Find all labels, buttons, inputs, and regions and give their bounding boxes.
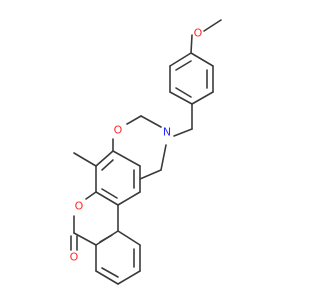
bond-ring-a (191, 91, 214, 105)
bond-o-aryl (190, 34, 193, 54)
bond-ring-a (169, 52, 192, 67)
bond-n-ch2 (140, 115, 162, 128)
bond-ch2-o (126, 115, 142, 125)
bond-ring-c (117, 230, 141, 246)
bond-ring-b-double (101, 159, 114, 171)
atom-o-lactone: O (75, 200, 84, 213)
bond-ring-c (95, 270, 119, 285)
bond-ring-b (95, 191, 119, 206)
molecule-canvas: O N O O O (70, 19, 222, 285)
bond-ring-a-double (175, 87, 192, 98)
bond-ring-b (117, 191, 141, 206)
atom-o-methoxy: O (194, 27, 203, 40)
atom-o-oxazine: O (114, 124, 123, 137)
bond-ring-a-double (175, 60, 192, 71)
atom-labels: O N O O O (70, 27, 203, 264)
bond-aryl-o (85, 191, 97, 200)
bond-ch2-n (173, 128, 193, 137)
bond-ch2-aryl (139, 169, 162, 180)
atom-n-amine: N (163, 126, 171, 139)
bond-methyl (73, 152, 97, 167)
atom-o-carbonyl: O (70, 251, 79, 264)
bond-ring-a (169, 91, 193, 105)
bond-ring-b (95, 150, 114, 167)
bond-n-ch2 (160, 144, 167, 171)
bond-ring-b (112, 150, 141, 167)
bonds (70, 19, 222, 285)
molecule-structure: O N O O O (70, 19, 222, 285)
bond-carbonyl-c-aryl (73, 232, 97, 246)
bond-ring-c-double (99, 234, 113, 243)
bond-ring-b-double (101, 188, 118, 199)
bond-ring-a (190, 52, 214, 67)
bond-ring-c-double (101, 267, 119, 278)
bond-ring-c (117, 270, 141, 285)
bond-methyl-o (203, 19, 222, 32)
